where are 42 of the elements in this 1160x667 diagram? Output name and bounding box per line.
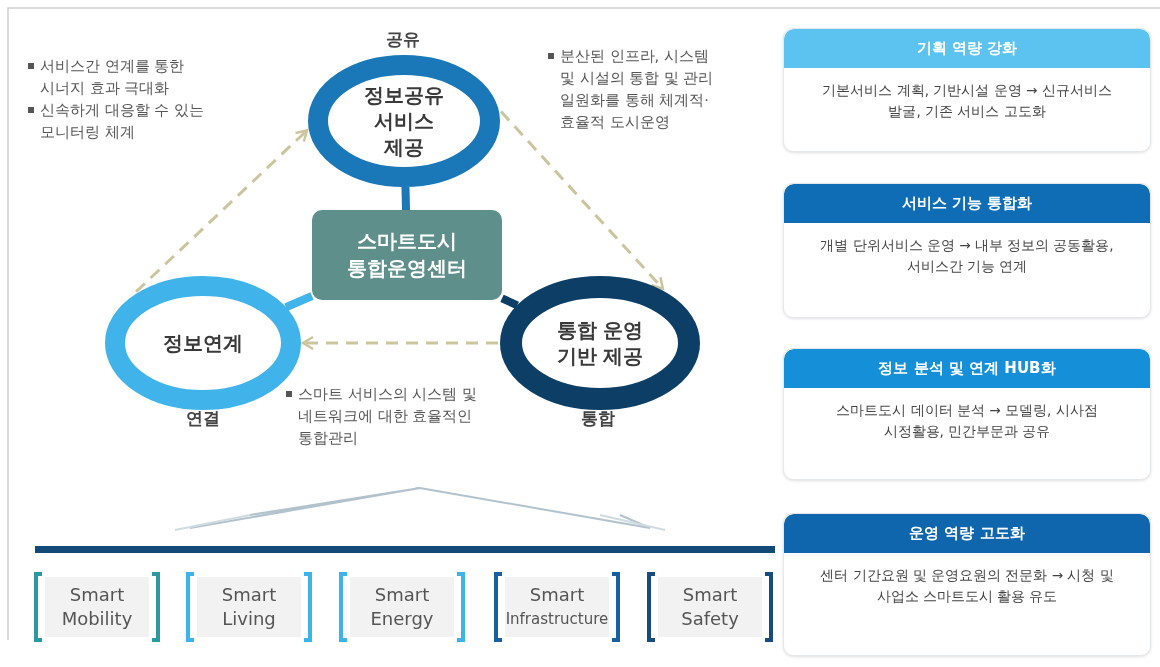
card-header: 서비스 기능 통합화: [784, 184, 1150, 223]
card-body-text: 센터 기간요원 및 운영요원의 전문화 → 시청 및 사업소 스마트도시 활용 유도: [819, 566, 1115, 606]
category-label: Smart Energy: [349, 577, 455, 637]
dashed-arrow: [301, 335, 498, 351]
card-header: 운영 역량 고도화: [784, 514, 1150, 553]
ring-circle: [308, 55, 500, 187]
center-box: [312, 210, 502, 300]
category-box: [185, 572, 313, 642]
circle-caption: 연결: [185, 407, 221, 430]
info-card: [783, 348, 1151, 480]
category-label: Smart Mobility: [44, 577, 150, 637]
category-label: Smart Infrastructure: [504, 577, 610, 637]
category-box: [646, 572, 774, 642]
ring-circle: [105, 276, 301, 410]
dashed-arrow: [499, 110, 665, 290]
category-box: [493, 572, 621, 642]
category-box: [33, 572, 161, 642]
info-card: [783, 28, 1151, 152]
connector-line: [500, 294, 519, 309]
center-label: 스마트도시 통합운영센터: [346, 228, 468, 282]
category-label: Smart Living: [196, 577, 302, 637]
card-body-text: 기본서비스 계획, 기반시설 운영 → 신규서비스 발굴, 기존 서비스 고도화: [821, 81, 1113, 121]
circle-caption: 통합: [580, 407, 616, 430]
bullet-note: 스마트 서비스의 시스템 및 네트워크에 대한 효율적인 통합관리: [298, 385, 478, 448]
card-header: 정보 분석 및 연계 HUB화: [784, 349, 1150, 388]
card-body-text: 스마트도시 데이터 분석 → 모델링, 시사점 시정활용, 민간부문과 공유: [835, 401, 1099, 441]
card-body-text: 개별 단위서비스 운영 → 내부 정보의 공동활용, 서비스간 기능 연계: [819, 236, 1115, 276]
category-label: Smart Safety: [657, 577, 763, 637]
bullet-note: 분산된 인프라, 시스템 및 시설의 통합 및 관리 일원화를 통해 체계적·효율적 도시운영: [560, 47, 715, 132]
dashed-arrow: [135, 129, 309, 293]
circle-label: 정보공유 서비스 제공: [363, 82, 445, 160]
card-header: 기획 역량 강화: [784, 29, 1150, 68]
connector-line: [284, 292, 314, 311]
ring-circle: [500, 276, 700, 410]
bullet-note: 서비스간 연계를 통한 시너지 효과 극대화: [40, 57, 186, 98]
circle-label: 정보연계: [162, 330, 244, 356]
info-card: [783, 183, 1151, 318]
category-box: [338, 572, 466, 642]
circle-caption: 공유: [385, 28, 421, 51]
circle-label: 통합 운영 기반 제공: [555, 317, 645, 369]
info-card: [783, 513, 1151, 656]
bullet-note: 신속하게 대응할 수 있는 모니터링 체계: [40, 101, 205, 142]
